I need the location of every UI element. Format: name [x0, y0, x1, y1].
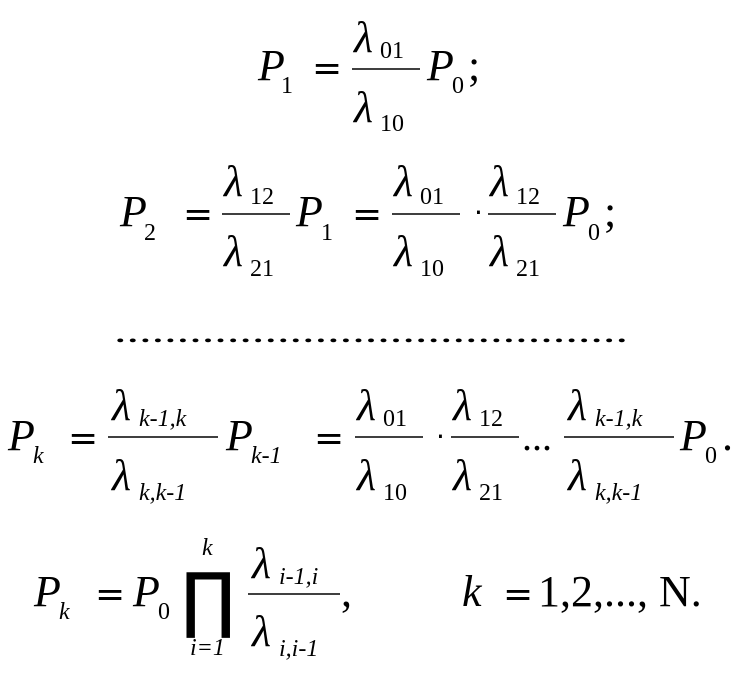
eq2-dot: · [474, 196, 483, 229]
eq3-f1-den: λ [110, 451, 131, 500]
eq2-f2-den: λ [392, 227, 413, 276]
eq1-frac-num: λ [352, 13, 373, 62]
eq3-f4-den-sub: k,k-1 [595, 480, 642, 506]
eq2-f3-den-sub: 21 [516, 256, 540, 282]
eq4-k-var: k [462, 567, 483, 616]
eq3-rhs-sub: 0 [705, 443, 717, 469]
equation-p2: P 2 = λ 12 λ 21 P 1 = λ 01 λ 10 · λ 12 λ… [119, 157, 616, 282]
eq4-lhs-sub: k [59, 599, 70, 625]
equation-product: P k = P 0 k ∏ i=1 λ i-1,i λ i,i-1 , k = … [33, 535, 702, 662]
eq3-f2-den: λ [355, 451, 376, 500]
eq3-rhs: P [679, 411, 707, 460]
eq3-f4-num-sub: k-1,k [595, 406, 643, 432]
eq2-f1-num-sub: 12 [250, 184, 274, 210]
eq4-prod-lower: i=1 [190, 635, 225, 661]
eq4-p0-sub: 0 [158, 599, 170, 625]
eq1-lhs-sub: 1 [281, 73, 293, 99]
eq1-lhs: P [257, 41, 285, 90]
eq3-f1-num-sub: k-1,k [139, 406, 187, 432]
eq2-f1-den-sub: 21 [250, 256, 274, 282]
eq4-p0: P [132, 567, 160, 616]
eq2-f1-num: λ [222, 157, 243, 206]
eq2-lhs-sub: 2 [144, 220, 156, 246]
eq1-frac-den-sub: 10 [380, 111, 404, 137]
eq4-product-symbol: ∏ [181, 557, 236, 641]
eq2-lhs: P [119, 187, 147, 236]
eq1-equals: = [312, 48, 342, 89]
eq3-equals-2: = [314, 418, 344, 459]
eq3-f4-den: λ [566, 451, 587, 500]
eq1-frac-den: λ [352, 83, 373, 132]
eq2-equals-2: = [352, 194, 382, 235]
eq3-f3-num-sub: 12 [479, 406, 503, 432]
eq3-mid-sub: k-1 [251, 443, 282, 469]
eq3-equals: = [68, 418, 98, 459]
eq2-f3-num: λ [488, 157, 509, 206]
eq4-prod-upper: k [202, 535, 213, 561]
eq4-comma: , [341, 567, 352, 616]
eq3-f1-num: λ [110, 381, 131, 430]
eq2-equals: = [183, 194, 213, 235]
eq3-period: . [722, 411, 733, 460]
eq3-lhs: P [7, 411, 35, 460]
eq3-f2-den-sub: 10 [383, 480, 407, 506]
eq3-dots: ... [522, 414, 552, 459]
eq4-frac-den-sub: i,i-1 [279, 636, 318, 662]
eq4-frac-num-sub: i-1,i [279, 564, 318, 590]
eq1-frac-num-sub: 01 [380, 38, 404, 64]
eq4-k-range: 1,2,..., N. [538, 567, 702, 616]
equation-p1: P 1 = λ 01 λ 10 P 0 ; [257, 13, 480, 137]
eq2-f2-num-sub: 01 [420, 184, 444, 210]
eq1-semicolon: ; [468, 41, 480, 90]
eq3-f3-den: λ [451, 451, 472, 500]
eq3-f2-num: λ [355, 381, 376, 430]
eq4-lhs: P [33, 567, 61, 616]
eq3-f1-den-sub: k,k-1 [139, 480, 186, 506]
eq3-lhs-sub: k [33, 443, 44, 469]
equation-pk: P k = λ k-1,k λ k,k-1 P k-1 = λ 01 λ 10 … [7, 381, 733, 506]
eq2-mid: P [295, 187, 323, 236]
eq4-k-equals: = [503, 574, 533, 615]
eq4-equals: = [95, 574, 125, 615]
eq2-rhs-sub: 0 [588, 220, 600, 246]
eq3-mid: P [225, 411, 253, 460]
eq2-f2-den-sub: 10 [420, 256, 444, 282]
eq2-rhs: P [562, 187, 590, 236]
eq1-rhs: P [426, 41, 454, 90]
eq4-frac-den: λ [250, 607, 271, 656]
eq3-f2-num-sub: 01 [383, 406, 407, 432]
eq2-f3-num-sub: 12 [516, 184, 540, 210]
eq3-f3-den-sub: 21 [479, 480, 503, 506]
eq4-frac-num: λ [250, 539, 271, 588]
eq1-rhs-sub: 0 [452, 73, 464, 99]
eq2-semicolon: ; [604, 187, 616, 236]
eq3-dot: · [436, 420, 445, 453]
eq2-f1-den: λ [222, 227, 243, 276]
ellipsis-row: ........................................… [114, 313, 628, 349]
eq2-f2-num: λ [392, 157, 413, 206]
eq2-f3-den: λ [488, 227, 509, 276]
eq3-f3-num: λ [451, 381, 472, 430]
eq3-f4-num: λ [566, 381, 587, 430]
eq2-mid-sub: 1 [321, 220, 333, 246]
